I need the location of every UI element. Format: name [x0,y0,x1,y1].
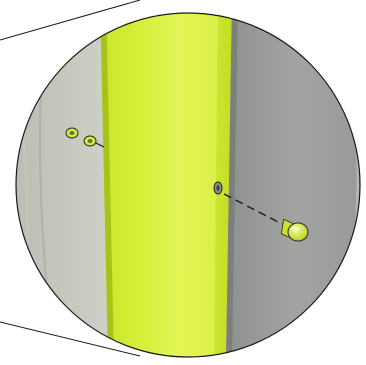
right-panel-edge [226,13,238,357]
hole-center [87,139,93,143]
yellow-strip-highlight [176,13,218,357]
dashed-guide-icon [95,142,105,148]
screw-icon [280,218,309,242]
hole-pair-left [65,127,105,148]
leader-line-bottom [0,321,141,357]
screw-head [287,222,309,242]
screw-head-highlight [291,226,299,232]
right-wall-panel [226,13,360,357]
dashed-guide-icon [223,193,283,225]
magnifier-circle-icon [15,12,361,358]
hole-right [213,181,223,195]
yellow-strip-left-edge [100,13,114,357]
hole-center [216,185,220,191]
hole-center [69,131,75,135]
leader-line-top [0,0,141,41]
